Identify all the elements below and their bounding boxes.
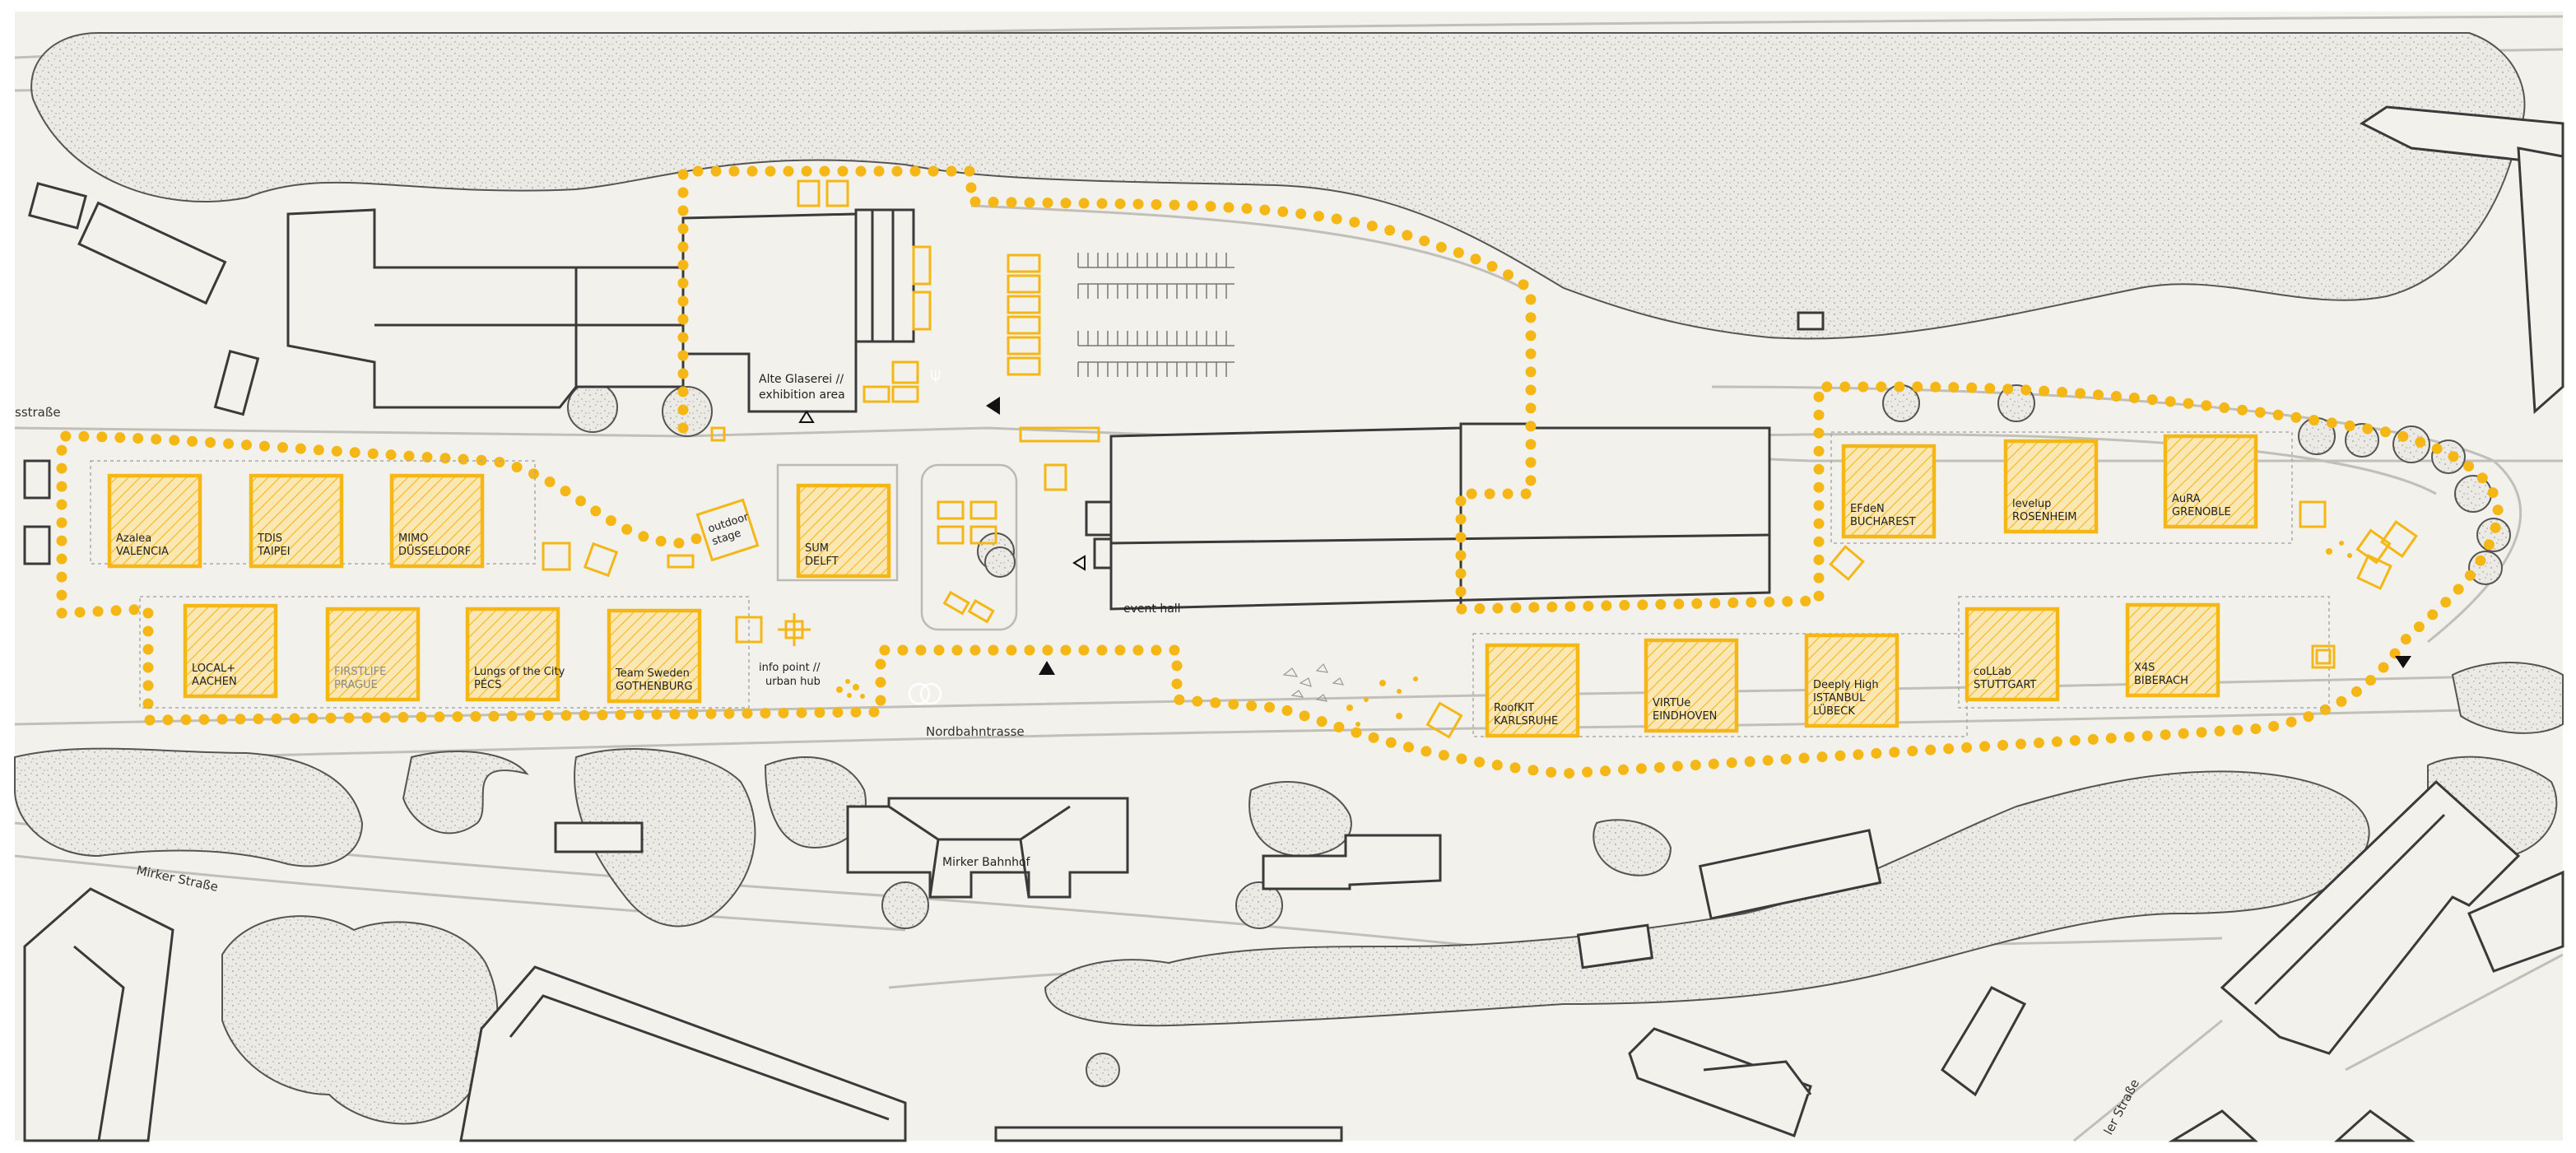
svg-text:⍦: ⍦ (930, 365, 941, 385)
house-footprint (2163, 434, 2258, 529)
house-footprint (607, 608, 702, 704)
house-footprint (796, 483, 891, 579)
label-urban-hub: urban hub (765, 676, 821, 688)
house-footprint (107, 473, 202, 569)
house-footprint (1804, 633, 1899, 728)
house-label-team: AuRA (2172, 493, 2201, 505)
label-mirker-bahnhof: Mirker Bahnhof (942, 856, 1031, 869)
entrance-arrow-icon (986, 397, 1000, 415)
house-footprint (183, 603, 278, 699)
house-footprint (1965, 607, 2060, 702)
yellow-props (542, 179, 2418, 739)
house-label-city: VALENCIA (116, 546, 169, 558)
house-label-team: LOCAL+ (192, 663, 235, 675)
house-footprint (2125, 602, 2220, 698)
house-label-city: AACHEN (192, 676, 237, 688)
entrance-arrow-icon (1039, 661, 1055, 675)
house-label-city: ISTANBUL (1813, 692, 1866, 704)
tree-canopies (14, 32, 2564, 1125)
plot-lines (90, 431, 2330, 737)
entrance-arrow-icon (2395, 656, 2411, 668)
house-label-team: SUM (805, 542, 829, 555)
house-label-city: STUTTGART (1974, 679, 2036, 691)
house-footprint (1485, 643, 1580, 738)
label-event-hall: event hall (1123, 602, 1181, 616)
house-label-city: BUCHAREST (1850, 516, 1916, 528)
house-footprint (2003, 439, 2099, 534)
house-label-team: EFdeN (1850, 503, 1885, 515)
house-label-city: ROSENHEIM (2012, 511, 2077, 523)
house-label-city: KARLSRUHE (1494, 715, 1558, 728)
label-alte-glaserei: Alte Glaserei // (759, 373, 844, 386)
house-label-team: RoofKIT (1494, 702, 1534, 714)
scatter-gray (1282, 663, 1345, 702)
bike-icon (908, 682, 942, 705)
house-label-team: levelup (2012, 498, 2051, 510)
house-label-city: DÜSSELDORF (398, 544, 471, 558)
plot-frames (776, 463, 1018, 631)
scattered-dots (836, 541, 2352, 727)
entrance-arrow-icon (798, 410, 815, 423)
entrance-markers: ⍦ (798, 365, 2411, 675)
entrance-arrow-icon (1072, 555, 1086, 571)
house-footprint (389, 473, 485, 569)
house-label-city: TAIPEI (257, 546, 291, 558)
house-label-team: coLLab (1974, 666, 2011, 678)
plaza-tree (984, 546, 1016, 578)
house-label-team: TDIS (257, 532, 282, 545)
label-exhibition-area: exhibition area (759, 388, 845, 402)
house-label-team: Team Sweden (615, 667, 690, 680)
parking (1077, 253, 1235, 377)
house-label-city: PRAGUE (334, 679, 378, 691)
house-label-city: GOTHENBURG (616, 681, 693, 693)
house-label-team: X4S (2134, 662, 2155, 674)
house-plot: LOCAL+AACHEN (183, 603, 278, 699)
site-boundary (56, 165, 2504, 779)
house-footprint (1644, 638, 1739, 733)
house-label-city: PÉCS (474, 678, 501, 691)
house-footprint (325, 607, 421, 702)
house-label-city: DELFT (805, 556, 839, 568)
street-label-nordbahntrasse: Nordbahntrasse (926, 724, 1025, 739)
house-label-team: FIRSTLIFE (334, 666, 386, 678)
house-label-city: BIBERACH (2134, 675, 2188, 687)
house-label-city: EINDHOVEN (1653, 710, 1717, 723)
house-footprint (465, 607, 560, 702)
house-label-city: GRENOBLE (2172, 506, 2231, 518)
label-info-point: info point // (759, 662, 821, 674)
house-label-team: MIMO (398, 532, 429, 545)
house-footprint (249, 473, 344, 569)
house-footprint (1841, 444, 1937, 539)
house-label-team: Azalea (116, 532, 151, 545)
house-label-team: Deeply High (1813, 679, 1879, 691)
house-label-team: Lungs of the City (474, 666, 565, 678)
house-label-team: VIRTUe (1653, 697, 1690, 709)
house-label-city2: LÜBECK (1813, 704, 1855, 718)
street-label-west: sstraße (15, 405, 61, 420)
